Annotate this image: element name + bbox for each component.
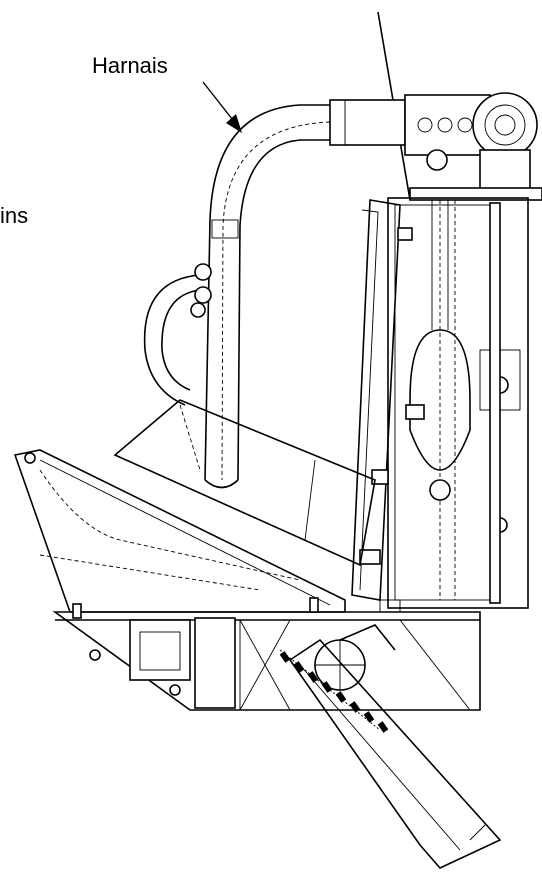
harnais-arrow (202, 81, 242, 133)
front-plate (351, 199, 425, 601)
motor-assembly (404, 92, 542, 201)
discharge-auger (279, 624, 502, 869)
harness-label: Harnais (92, 53, 168, 78)
side-hose (143, 263, 212, 406)
harness-pipe (204, 99, 406, 489)
upper-chute (113, 399, 376, 567)
main-tank (379, 197, 529, 613)
lower-hopper (13, 449, 346, 613)
base-frame (52, 597, 481, 711)
cropped-label: ins (0, 203, 29, 228)
